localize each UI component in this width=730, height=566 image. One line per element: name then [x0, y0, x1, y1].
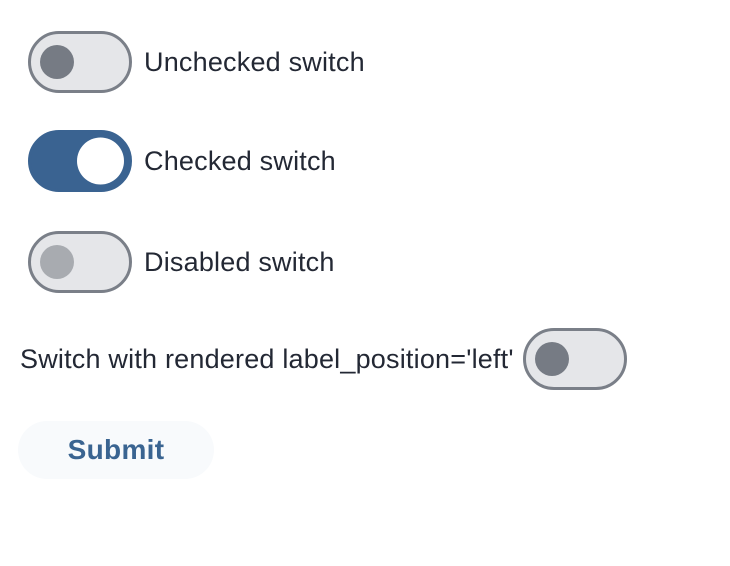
switch-row-disabled: Disabled switch	[28, 231, 335, 293]
label-left-switch[interactable]	[522, 328, 627, 390]
switch-label: Disabled switch	[144, 246, 335, 277]
switch-row-label-left: Switch with rendered label_position='lef…	[20, 328, 627, 390]
switch-thumb	[77, 137, 124, 185]
switch-label: Unchecked switch	[144, 46, 365, 77]
switch-demo-page: Unchecked switch Checked switch Disabled…	[18, 31, 627, 479]
switch-row-unchecked: Unchecked switch	[28, 31, 365, 93]
unchecked-switch[interactable]	[28, 31, 132, 93]
disabled-switch	[28, 231, 132, 293]
switch-thumb	[40, 245, 74, 279]
switch-row-checked: Checked switch	[28, 130, 336, 192]
switch-label: Switch with rendered label_position='lef…	[20, 343, 514, 374]
switch-thumb	[40, 45, 74, 79]
submit-button[interactable]: Submit	[18, 421, 214, 479]
checked-switch[interactable]	[28, 130, 132, 192]
switch-label: Checked switch	[144, 145, 336, 176]
switch-thumb	[534, 342, 569, 376]
